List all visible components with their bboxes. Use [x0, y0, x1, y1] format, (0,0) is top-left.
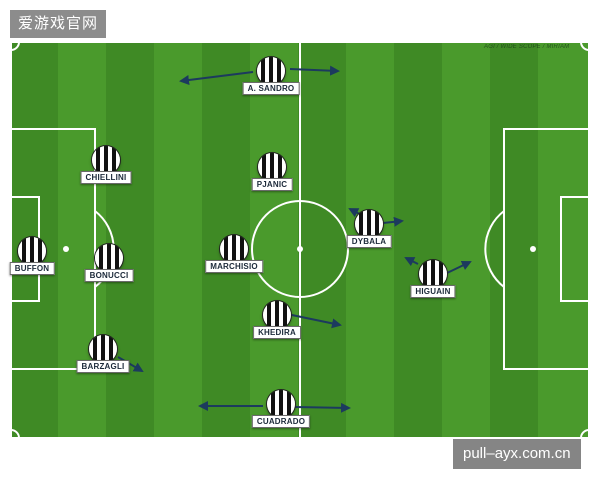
football-pitch: [10, 41, 590, 439]
corner-arc-br: [580, 429, 590, 439]
player-name-label: PJANIC: [251, 178, 293, 191]
striped-jersey-icon: [92, 146, 120, 174]
striped-jersey-icon: [220, 235, 248, 263]
striped-jersey-icon: [18, 237, 46, 265]
player-name-label: DYBALA: [346, 235, 392, 248]
striped-jersey-icon: [419, 260, 447, 288]
barzagli-arrow: [117, 356, 144, 373]
dybala-arrow-right: [382, 216, 404, 227]
right-penalty-spot: [530, 246, 536, 252]
centre-circle: [251, 200, 349, 298]
player-name-label: CUADRADO: [251, 415, 311, 428]
player-name-label: A. SANDRO: [242, 82, 300, 95]
player-name-label: KHEDIRA: [253, 326, 301, 339]
striped-jersey-icon: [95, 244, 123, 272]
corner-arc-tl: [10, 41, 20, 51]
higuain-arrow-left: [404, 257, 419, 267]
player-name-label: BUFFON: [9, 262, 55, 275]
striped-jersey-icon: [258, 153, 286, 181]
cuadrado-arrow-right: [294, 402, 351, 413]
striped-jersey-icon: [267, 390, 295, 418]
centre-spot: [297, 246, 303, 252]
pitch-markings: [10, 41, 590, 439]
a-sandro-arrow-right: [289, 65, 340, 76]
image-credit: AGI / WIDE SCOPE / MIRIAM: [484, 44, 570, 50]
left-penalty-spot: [63, 246, 69, 252]
watermark-bottom-right: pull–ayx.com.cn: [453, 439, 581, 469]
right-penalty-arc: [484, 210, 505, 288]
right-goal-area: [560, 196, 590, 302]
corner-arc-bl: [10, 429, 20, 439]
watermark-top-left: 爱游戏官网: [10, 10, 107, 38]
pitch-spots: [63, 246, 536, 252]
striped-jersey-icon: [257, 57, 285, 85]
player-name-label: BARZAGLI: [76, 360, 130, 373]
player-name-label: CHIELLINI: [80, 171, 132, 184]
khedira-arrow: [286, 313, 342, 329]
higuain-arrow-right: [446, 260, 472, 274]
movement-arrows: [117, 65, 472, 413]
player-name-label: MARCHISIO: [205, 260, 263, 273]
corner-arc-tr: [580, 41, 590, 51]
a-sandro-arrow-left: [179, 71, 254, 85]
striped-jersey-icon: [89, 335, 117, 363]
striped-jersey-icon: [355, 210, 383, 238]
player-name-label: BONUCCI: [84, 269, 134, 282]
striped-jersey-icon: [263, 301, 291, 329]
player-name-label: HIGUAIN: [410, 285, 456, 298]
